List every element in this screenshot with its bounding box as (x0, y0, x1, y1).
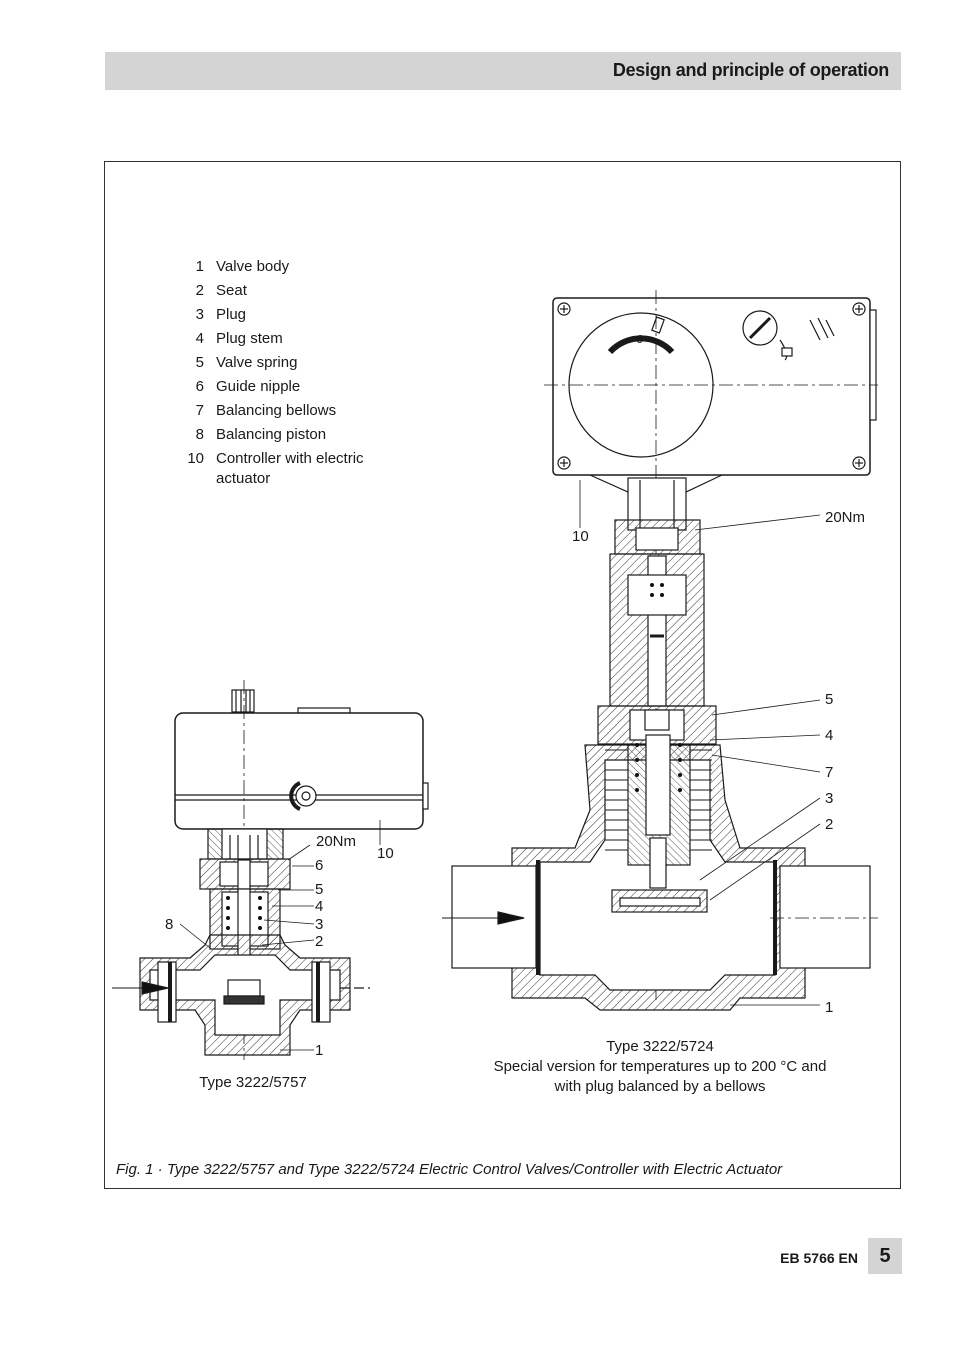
figure-caption: Fig. 1 · Type 3222/5757 and Type 3222/57… (116, 1161, 783, 1178)
left-valve-drawing (112, 680, 429, 1060)
legend-number: 5 (195, 354, 204, 371)
legend-label: Seat (216, 282, 247, 299)
header-bar: Design and principle of operation (105, 52, 901, 90)
legend-item: 3 Plug (178, 303, 376, 327)
legend-item: 2 Seat (178, 279, 376, 303)
legend-label: Valve body (216, 258, 290, 275)
callout-8-left: 8 (165, 916, 174, 933)
callout-2-left: 2 (315, 933, 324, 950)
legend-label: Valve spring (216, 354, 298, 371)
caption-right: Type 3222/5724 Special version for tempe… (470, 1037, 850, 1097)
section-title: Design and principle of operation (612, 60, 889, 80)
torque-label-left: 20Nm (316, 833, 357, 850)
legend-label: Balancing piston (216, 426, 327, 443)
callout-2-right: 2 (825, 816, 834, 833)
legend-item: 5 Valve spring (178, 351, 376, 375)
callout-3-right: 3 (825, 790, 834, 807)
callout-6-left: 6 (315, 857, 324, 874)
legend-item: 8 Balancing piston (178, 423, 376, 447)
legend-number: 4 (195, 330, 204, 347)
legend-item: 6 Guide nipple (178, 375, 376, 399)
legend-label: Plug (216, 306, 247, 323)
legend-number: 8 (195, 426, 204, 443)
legend-number: 3 (195, 306, 204, 323)
callout-4-left: 4 (315, 898, 324, 915)
callout-5-right: 5 (825, 691, 834, 708)
callout-10-left: 10 (377, 845, 394, 862)
legend-number: 6 (195, 378, 204, 395)
callout-1-left: 1 (315, 1042, 324, 1059)
legend-label: Balancing bellows (216, 402, 337, 419)
page-number: 5 (868, 1238, 902, 1274)
legend-label: Controller with electric actuator (216, 450, 364, 487)
svg-text:6: 6 (636, 333, 643, 346)
legend-number: 10 (187, 450, 204, 467)
callout-7-right: 7 (825, 764, 834, 781)
legend-number: 2 (195, 282, 204, 299)
legend-label: Guide nipple (216, 378, 301, 395)
caption-right-line3: with plug balanced by a bellows (554, 1078, 766, 1095)
document-number: EB 5766 EN (780, 1250, 858, 1266)
legend-item: 4 Plug stem (178, 327, 376, 351)
right-valve-drawing: 6 (442, 290, 878, 1011)
legend-item: 10 Controller with electric actuator (178, 447, 376, 489)
legend-label: Plug stem (216, 330, 283, 347)
callout-1-right: 1 (825, 999, 834, 1016)
legend-item: 7 Balancing bellows (178, 399, 376, 423)
caption-left: Type 3222/5757 (199, 1074, 307, 1091)
caption-right-line1: Type 3222/5724 (606, 1038, 714, 1055)
torque-label-right: 20Nm (825, 509, 866, 526)
legend-number: 1 (195, 258, 204, 275)
callout-4-right: 4 (825, 727, 834, 744)
legend-item: 1 Valve body (178, 255, 376, 279)
callout-5-left: 5 (315, 881, 324, 898)
legend-number: 7 (195, 402, 204, 419)
callout-10-right: 10 (572, 528, 589, 545)
parts-legend: 1 Valve body 2 Seat 3 Plug 4 Plug stem 5 Valv… (178, 255, 376, 489)
caption-right-line2: Special version for temperatures up to 2… (493, 1058, 827, 1075)
figure-frame (104, 161, 901, 1189)
callout-3-left: 3 (315, 916, 324, 933)
